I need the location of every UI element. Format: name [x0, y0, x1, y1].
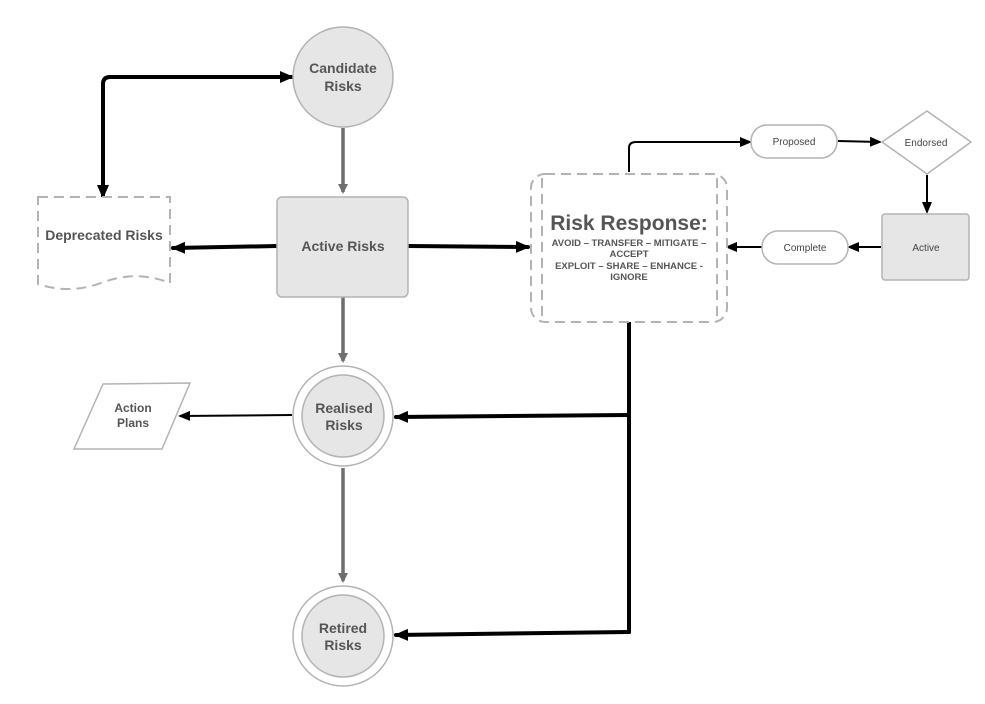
realised-line1: Realised	[315, 400, 373, 416]
edge-active-to-response	[406, 240, 530, 253]
node-active-state[interactable]: Active	[881, 213, 970, 281]
deprecated-label: Deprecated Risks	[45, 227, 163, 243]
edge-proposed-to-endorsed	[837, 136, 882, 147]
realised-line2: Risks	[325, 417, 363, 433]
proposed-label: Proposed	[773, 137, 816, 148]
node-candidate-risks[interactable]: Candidate Risks	[292, 26, 394, 128]
retired-line2: Risks	[324, 637, 362, 653]
risk-response-line2: ACCEPT	[609, 249, 648, 260]
node-risk-response[interactable]: Risk Response: AVOID – TRANSFER – MITIGA…	[530, 173, 728, 323]
edge-response-to-proposed	[628, 137, 752, 172]
node-retired-risks[interactable]: Retired Risks	[292, 585, 394, 687]
complete-label: Complete	[784, 243, 827, 254]
node-realised-risks[interactable]: Realised Risks	[292, 365, 394, 467]
node-endorsed[interactable]: Endorsed	[880, 110, 973, 175]
node-proposed[interactable]: Proposed	[750, 124, 838, 159]
retired-line1: Retired	[319, 620, 367, 636]
action-plans-line2: Plans	[117, 416, 149, 430]
active-state-label: Active	[912, 243, 940, 254]
edge-active-to-deprecated	[171, 241, 279, 254]
risk-response-line1: AVOID – TRANSFER – MITIGATE –	[552, 238, 707, 249]
endorsed-label: Endorsed	[905, 138, 948, 149]
edge-deprecated-to-candidate	[101, 71, 294, 122]
node-active-risks[interactable]: Active Risks	[276, 196, 409, 298]
active-risks-label: Active Risks	[301, 238, 384, 254]
candidate-line2: Risks	[324, 78, 362, 94]
edge-response-to-realised	[394, 410, 631, 423]
risk-response-line3: EXPLOIT – SHARE – ENHANCE -	[555, 261, 703, 272]
edge-realised-to-action-plans	[178, 410, 293, 421]
node-deprecated-risks[interactable]: Deprecated Risks	[37, 196, 171, 291]
risk-response-line4: IGNORE	[610, 272, 647, 283]
candidate-line1: Candidate	[309, 60, 377, 76]
edge-response-to-retired	[394, 628, 631, 641]
risk-response-title: Risk Response:	[550, 212, 708, 235]
action-plans-line1: Action	[114, 401, 151, 415]
node-action-plans[interactable]: Action Plans	[72, 382, 192, 450]
node-complete[interactable]: Complete	[761, 230, 849, 265]
